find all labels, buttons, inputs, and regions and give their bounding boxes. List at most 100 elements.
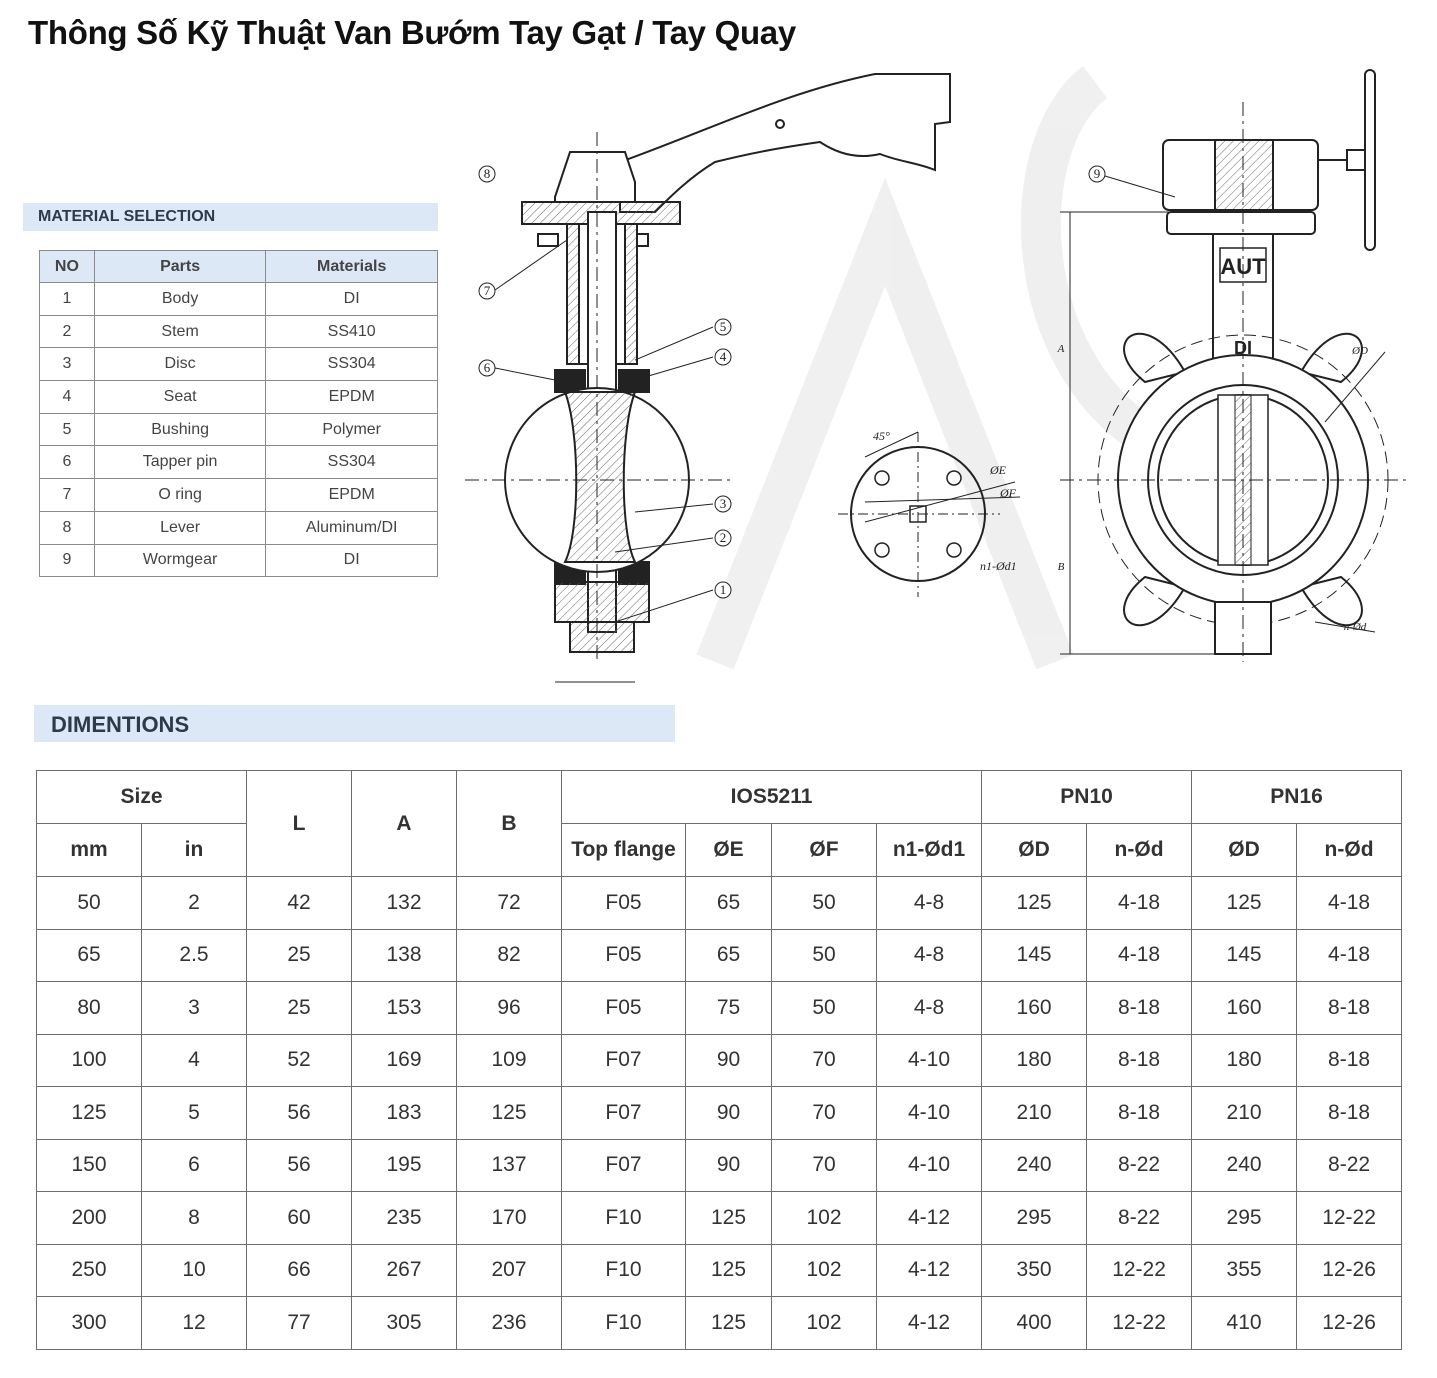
cell-no: 1 [39, 282, 95, 316]
cell-b: 82 [456, 928, 562, 982]
header-top-flange: Top flange [561, 823, 686, 877]
cell-n1-od1: 4-8 [875, 876, 983, 930]
cell-mm: 150 [36, 1138, 142, 1192]
cell-b: 72 [456, 876, 562, 930]
header-oe: ØE [685, 823, 772, 877]
cell-pn16-od: 355 [1191, 1243, 1298, 1297]
cell-n1-od1: 4-10 [875, 1033, 983, 1087]
cell-b: 96 [456, 981, 562, 1035]
header-size: Size [36, 770, 247, 824]
cell-pn16-n-od: 12-22 [1296, 1191, 1403, 1245]
callout-8: 8 [478, 165, 496, 183]
cell-pn10-n-od: 8-22 [1086, 1138, 1193, 1192]
cell-pn16-n-od: 12-26 [1296, 1296, 1403, 1350]
cell-material: EPDM [265, 380, 438, 414]
cell-no: 5 [39, 412, 95, 447]
cell-oe: 125 [685, 1296, 772, 1350]
cell-n1-od1: 4-10 [875, 1086, 983, 1140]
cell-part: Lever [93, 510, 267, 545]
gear-valve-front-view [1060, 69, 1410, 662]
cell-pn16-od: 240 [1191, 1138, 1298, 1192]
watermark [696, 66, 1166, 670]
cell-a: 138 [351, 928, 457, 982]
cell-pn10-n-od: 8-18 [1086, 1033, 1193, 1087]
cell-n1-od1: 4-8 [875, 981, 983, 1035]
cell-pn10-od: 160 [981, 981, 1088, 1035]
dimensions-header-row-2: mm in Top flange ØE ØF n1-Ød1 ØD n-Ød ØD… [36, 823, 1403, 877]
cell-part: Stem [93, 314, 267, 349]
cell-material: DI [265, 282, 438, 316]
cell-l: 25 [246, 928, 352, 982]
cell-mm: 65 [36, 928, 142, 982]
callout-5: 5 [714, 318, 732, 336]
material-table-header: NO Parts Materials [39, 250, 438, 283]
svg-text:3: 3 [720, 496, 727, 511]
header-in: in [141, 823, 247, 877]
cell-pn16-od: 295 [1191, 1191, 1298, 1245]
cell-pn10-od: 145 [981, 928, 1088, 982]
dimensions-table: Size L A B IOS5211 PN10 PN16 mm in Top f… [36, 770, 1403, 1350]
cell-pn10-od: 295 [981, 1191, 1088, 1245]
cell-n1-od1: 4-8 [875, 928, 983, 982]
cell-of: 102 [771, 1243, 877, 1297]
cell-a: 267 [351, 1243, 457, 1297]
cell-top-flange: F07 [561, 1033, 686, 1087]
cell-pn10-n-od: 12-22 [1086, 1296, 1193, 1350]
svg-text:4: 4 [720, 349, 727, 364]
callout-1: 1 [714, 581, 732, 599]
label-n1-od1: n1-Ød1 [980, 559, 1017, 573]
cell-l: 52 [246, 1033, 352, 1087]
cell-in: 6 [141, 1138, 247, 1192]
cell-mm: 80 [36, 981, 142, 1035]
cell-mm: 300 [36, 1296, 142, 1350]
cell-part: Wormgear [93, 543, 267, 578]
header-pn10: PN10 [981, 770, 1193, 824]
cell-l: 77 [246, 1296, 352, 1350]
cell-of: 50 [771, 876, 877, 930]
cell-mm: 100 [36, 1033, 142, 1087]
svg-text:8: 8 [484, 166, 491, 181]
cell-pn10-n-od: 12-22 [1086, 1243, 1193, 1297]
cell-no: 8 [39, 510, 95, 545]
cell-pn16-n-od: 8-18 [1296, 1033, 1403, 1087]
cell-pn10-n-od: 8-18 [1086, 981, 1193, 1035]
cell-no: 6 [39, 445, 95, 480]
label-oe: ØE [989, 463, 1007, 477]
cell-n1-od1: 4-12 [875, 1191, 983, 1245]
cell-in: 8 [141, 1191, 247, 1245]
page-title: Thông Số Kỹ Thuật Van Bướm Tay Gạt / Tay… [28, 14, 796, 51]
cell-oe: 65 [685, 876, 772, 930]
cell-top-flange: F05 [561, 981, 686, 1035]
cell-n1-od1: 4-10 [875, 1138, 983, 1192]
col-header-no: NO [39, 250, 95, 283]
svg-text:7: 7 [484, 283, 491, 298]
cell-top-flange: F10 [561, 1191, 686, 1245]
cell-pn16-od: 210 [1191, 1086, 1298, 1140]
header-l: L [246, 770, 352, 877]
cell-oe: 65 [685, 928, 772, 982]
cell-b: 207 [456, 1243, 562, 1297]
dimensions-header-row-1: Size L A B IOS5211 PN10 PN16 [36, 770, 1403, 877]
cell-part: O ring [93, 478, 267, 512]
cell-b: 170 [456, 1191, 562, 1245]
cell-top-flange: F07 [561, 1086, 686, 1140]
cell-a: 305 [351, 1296, 457, 1350]
header-pn16-n-od: n-Ød [1296, 823, 1403, 877]
cell-material: EPDM [265, 478, 438, 512]
header-pn16-od: ØD [1191, 823, 1298, 877]
cell-in: 5 [141, 1086, 247, 1140]
col-header-materials: Materials [265, 250, 438, 283]
cell-no: 7 [39, 478, 95, 512]
cell-a: 183 [351, 1086, 457, 1140]
cell-top-flange: F07 [561, 1138, 686, 1192]
cell-pn16-n-od: 8-22 [1296, 1138, 1403, 1192]
